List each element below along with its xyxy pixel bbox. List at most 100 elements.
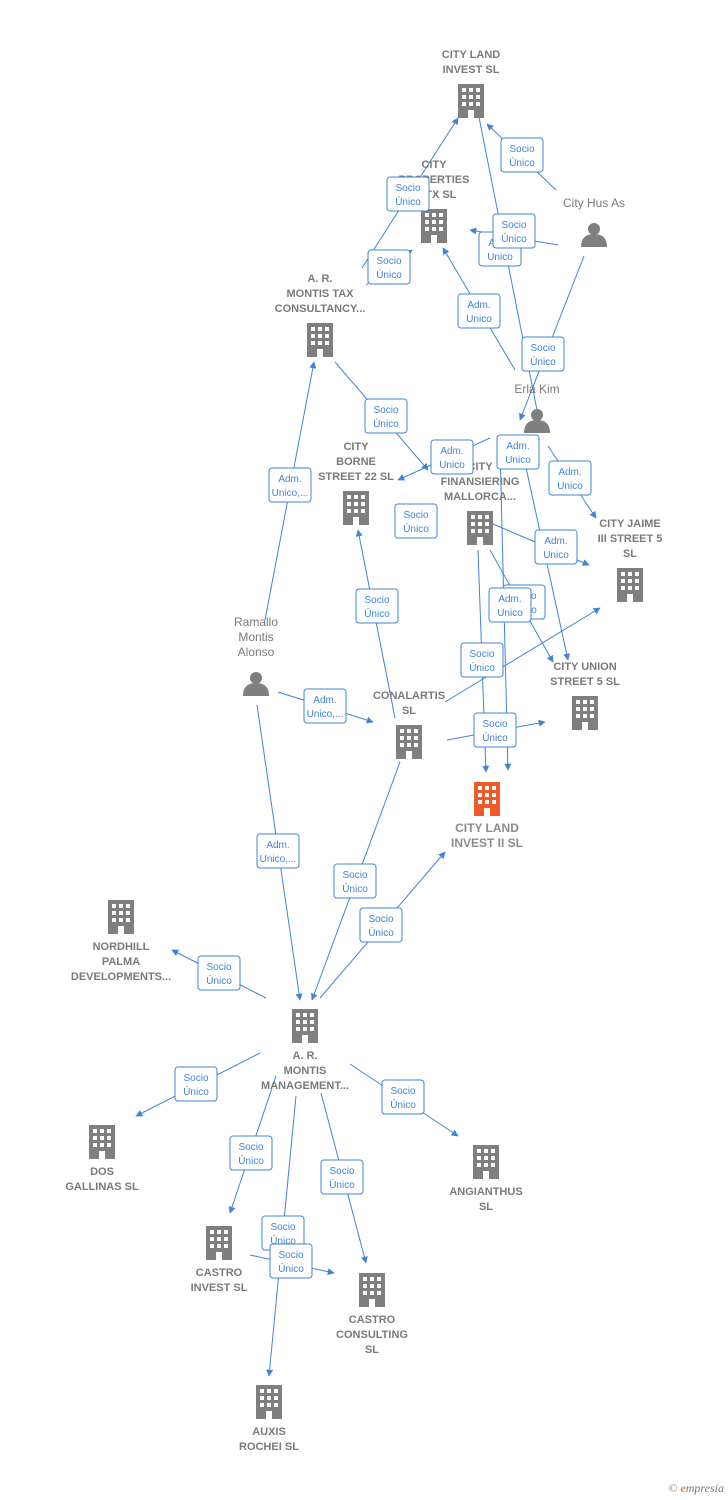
node-label: AUXIS xyxy=(252,1426,286,1438)
node-label: INVEST SL xyxy=(191,1282,248,1294)
node-label: MONTIS xyxy=(284,1065,327,1077)
edge-label-text: Socio xyxy=(376,256,401,267)
edge-label-20[interactable]: Adm.Unico,... xyxy=(256,833,300,869)
brand-logo-text: mpresia xyxy=(685,1481,724,1495)
node-label: CITY JAIME xyxy=(599,518,661,530)
edge-label-text: Único xyxy=(206,974,232,987)
edge-label-text: Socio xyxy=(469,649,494,660)
node-label: CITY xyxy=(421,159,447,171)
edge-label-box xyxy=(492,213,536,249)
node-label: A. R. xyxy=(292,1050,317,1062)
edge-label-9[interactable]: Adm.Unico xyxy=(430,439,474,475)
node-label: GALLINAS SL xyxy=(65,1181,139,1193)
building-icon xyxy=(292,1009,318,1043)
edge-label-box xyxy=(521,336,565,372)
edge-label-11[interactable]: Adm.Unico xyxy=(548,460,592,496)
edge-label-text: Socio xyxy=(329,1166,354,1177)
edge-label-text: Único xyxy=(329,1178,355,1191)
node-montis-mgmt[interactable]: A. R.MONTISMANAGEMENT... xyxy=(261,1009,349,1092)
building-icon xyxy=(206,1226,232,1260)
edge-label-text: Unico xyxy=(557,481,583,492)
edge-label-box xyxy=(430,439,474,475)
building-icon xyxy=(617,568,643,602)
node-label: INVEST II SL xyxy=(451,836,523,850)
node-label: CONSULTANCY... xyxy=(275,303,366,315)
edge-label-text: Adm. xyxy=(498,594,521,605)
edge-label-box xyxy=(268,467,312,503)
building-icon xyxy=(421,209,447,243)
edge-label-box xyxy=(457,293,501,329)
building-icon xyxy=(458,84,484,118)
edge-label-text: Único xyxy=(482,731,508,744)
edges xyxy=(135,91,601,1377)
node-city-finansiering[interactable]: CITYFINANSIERINGMALLORCA... xyxy=(441,461,520,545)
edge-label-text: Único xyxy=(183,1085,209,1098)
building-icon xyxy=(473,1145,499,1179)
edge-label-13[interactable]: Adm.Unico xyxy=(534,529,578,565)
empresia-brand[interactable]: © empresia xyxy=(668,1481,724,1496)
edge-label-text: Adm. xyxy=(266,840,289,851)
edge-label-box xyxy=(197,955,241,991)
node-erla-kim[interactable]: Erla Kim xyxy=(514,382,560,433)
edge-label-text: Único xyxy=(530,355,556,368)
node-label: NORDHILL xyxy=(93,941,150,953)
edge-label-18[interactable]: Adm.Unico,... xyxy=(303,688,347,724)
edge-label-box xyxy=(355,588,399,624)
edge-label-text: Único xyxy=(278,1262,304,1275)
edge-label-box xyxy=(364,398,408,434)
edge-label-box xyxy=(359,907,403,943)
person-icon xyxy=(243,672,269,696)
edge-label-text: Socio xyxy=(278,1250,303,1261)
copyright-icon: © xyxy=(668,1481,678,1495)
edge-label-box xyxy=(548,460,592,496)
edge-label-10[interactable]: Adm.Unico xyxy=(496,434,540,470)
edge-label-text: Adm. xyxy=(544,536,567,547)
edge-label-text: Unico xyxy=(505,455,531,466)
node-city-hus[interactable]: City Hus As xyxy=(563,196,625,247)
node-montis-tax[interactable]: A. R.MONTIS TAXCONSULTANCY... xyxy=(275,273,366,357)
edge-label-text: Socio xyxy=(373,405,398,416)
node-label: FINANSIERING xyxy=(441,476,520,488)
edge-label-15[interactable]: Adm.Unico xyxy=(488,587,532,623)
node-label: CITY LAND xyxy=(455,821,519,835)
node-nordhill[interactable]: NORDHILLPALMADEVELOPMENTS... xyxy=(71,900,171,983)
edge-label-text: Socio xyxy=(364,595,389,606)
building-icon xyxy=(572,696,598,730)
node-label: MALLORCA... xyxy=(444,491,516,503)
building-icon xyxy=(307,323,333,357)
edge-label-text: Unico xyxy=(487,252,513,263)
edge-arrow-17 xyxy=(444,607,601,703)
edge-label-8[interactable]: Adm.Unico,... xyxy=(268,467,312,503)
edge-label-5[interactable]: Adm.Unico xyxy=(457,293,501,329)
